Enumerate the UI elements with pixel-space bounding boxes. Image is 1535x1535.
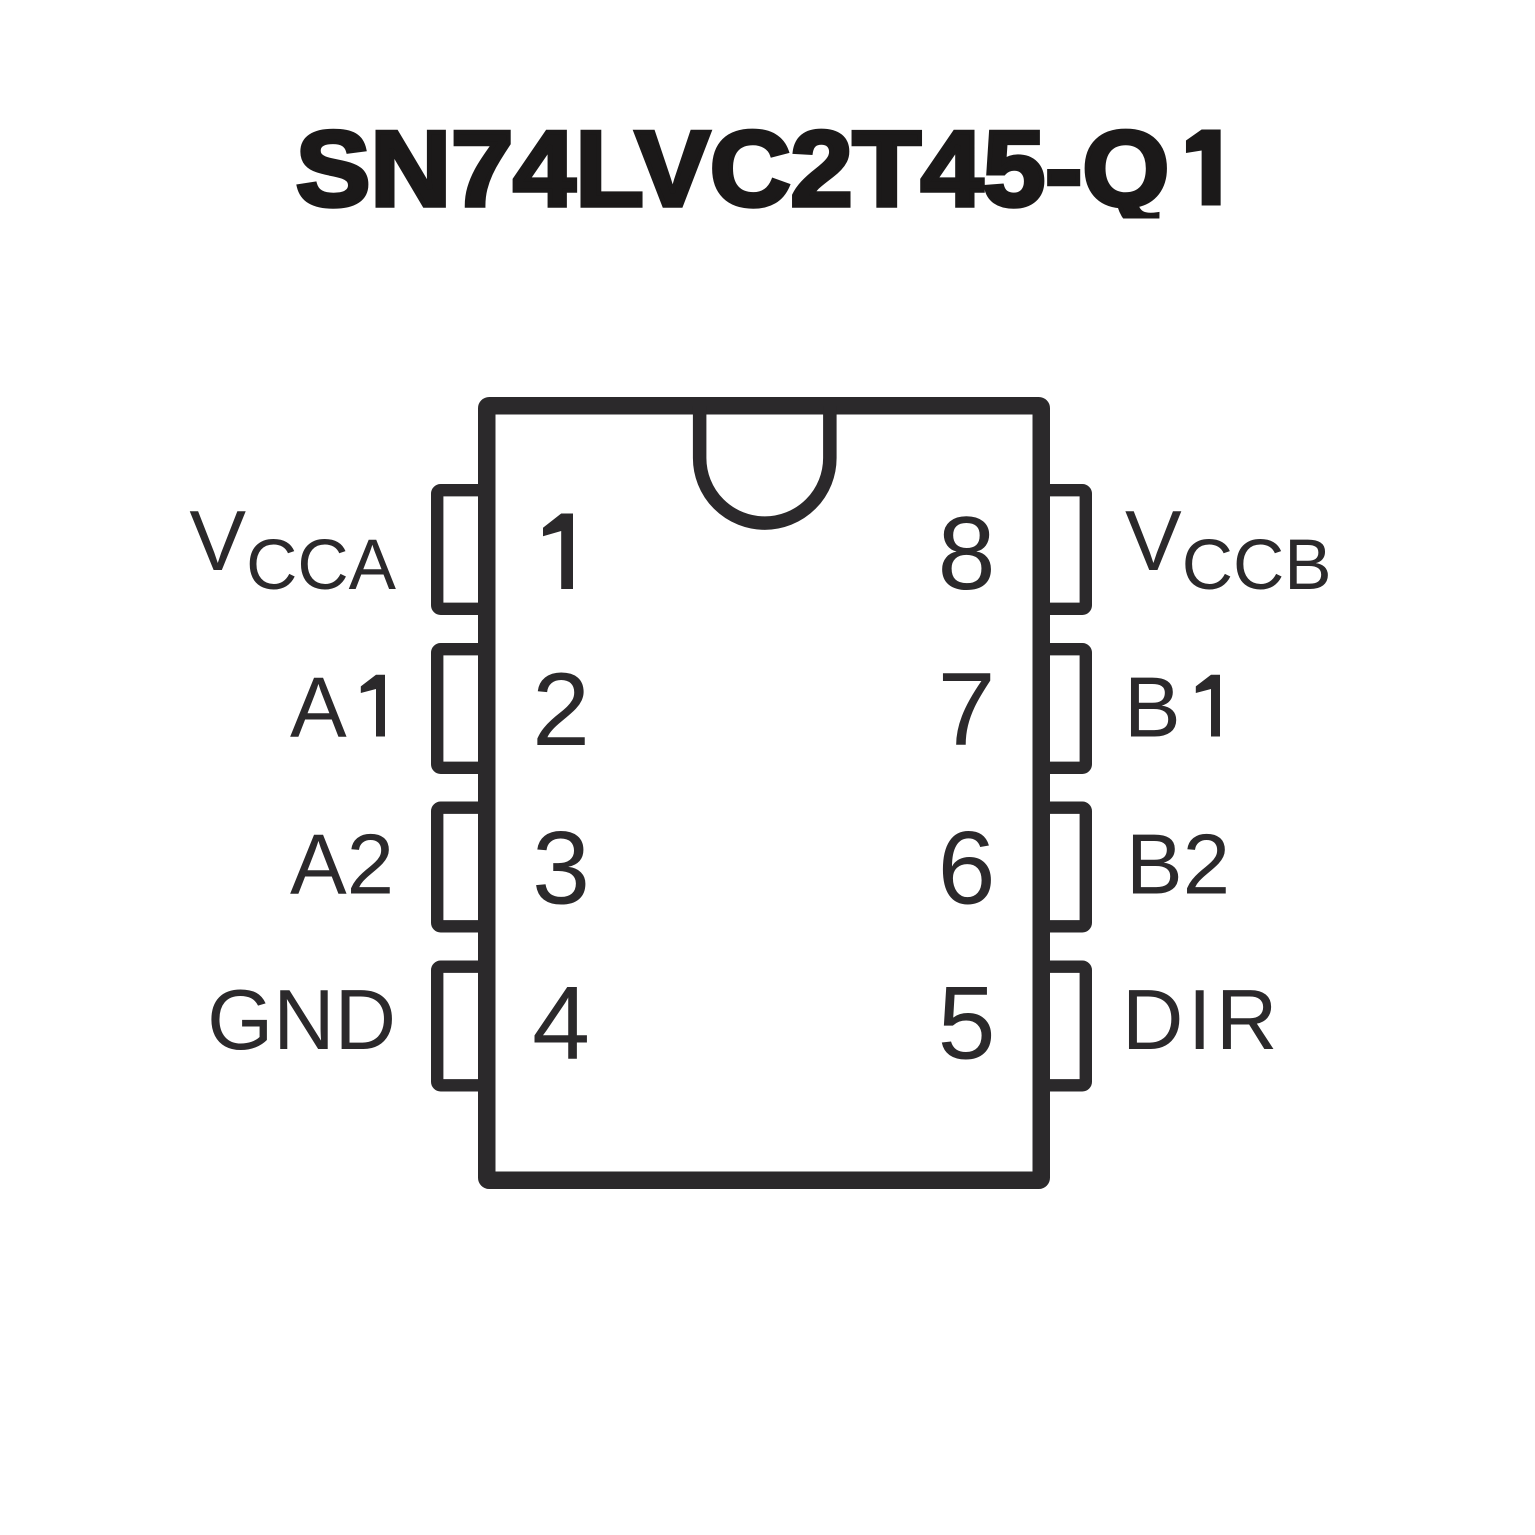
svg-text:3: 3 [532, 811, 590, 927]
svg-text:DIR: DIR [1122, 973, 1282, 1068]
svg-text:A: A [290, 661, 347, 756]
svg-text:B2: B2 [1126, 818, 1230, 913]
svg-text:7: 7 [938, 652, 996, 768]
svg-text:4: 4 [532, 966, 590, 1082]
svg-text:8: 8 [938, 496, 996, 612]
svg-text:A2: A2 [290, 818, 394, 913]
svg-text:B: B [1124, 661, 1181, 756]
svg-text:GND: GND [207, 973, 396, 1068]
svg-text:5: 5 [938, 966, 996, 1082]
svg-text:6: 6 [938, 811, 996, 927]
svg-text:SN74LVC2T45-Q: SN74LVC2T45-Q [296, 110, 1169, 229]
svg-text:2: 2 [532, 652, 590, 768]
